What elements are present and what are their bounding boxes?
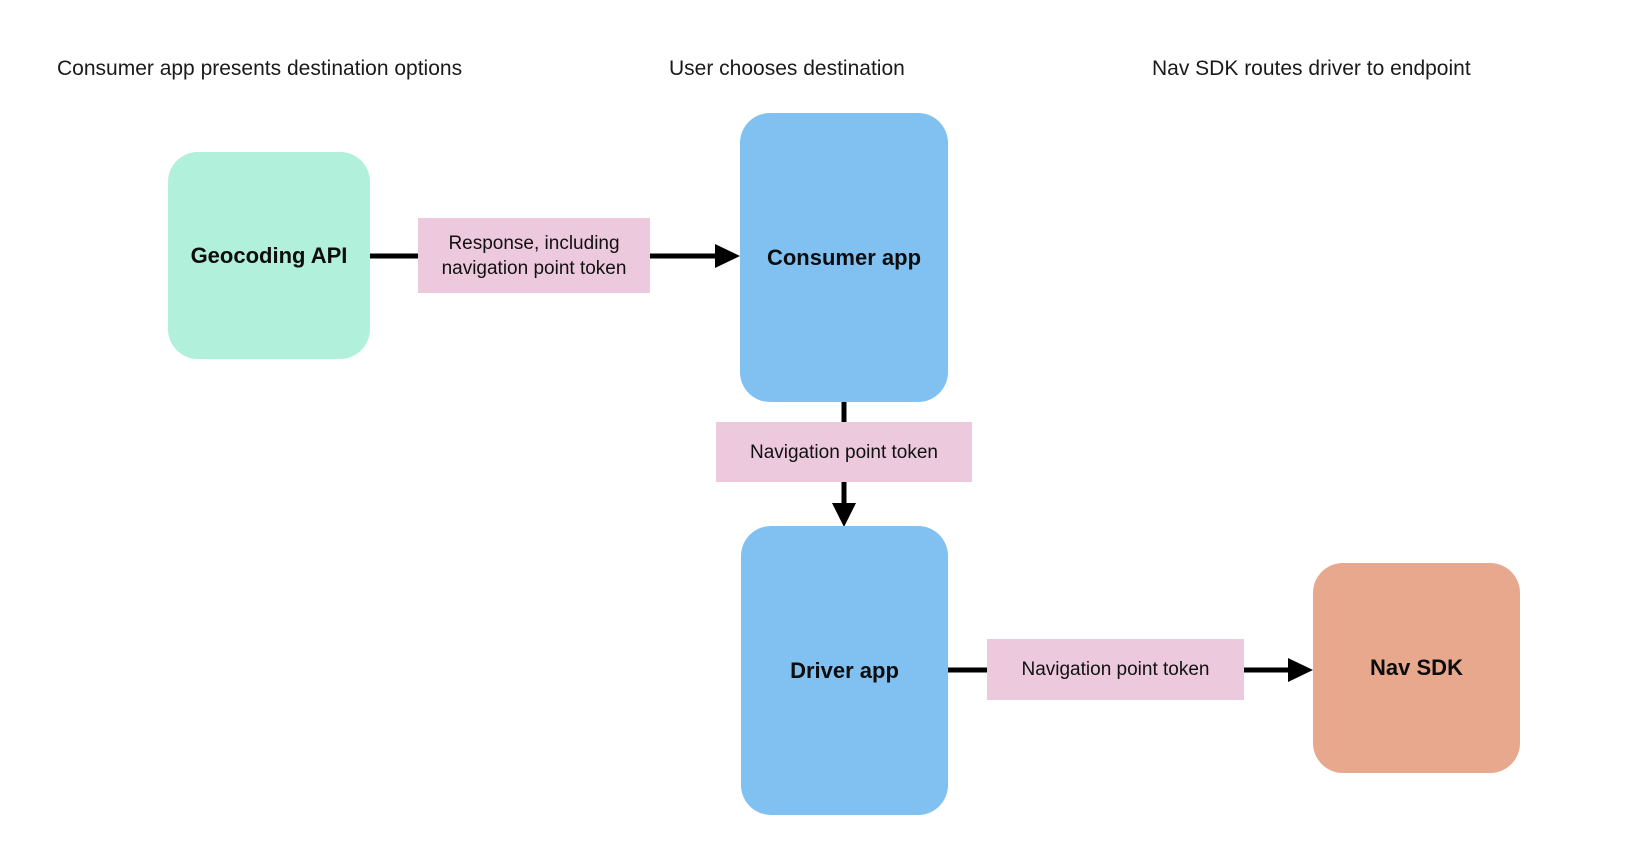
- edge-label-navigation-point-token-right: Navigation point token: [987, 639, 1244, 700]
- node-geocoding-api: Geocoding API: [168, 152, 370, 359]
- arrowhead-into-navsdk: [1288, 658, 1313, 682]
- node-consumer-app-label: Consumer app: [766, 244, 922, 270]
- node-nav-sdk-label: Nav SDK: [1370, 655, 1463, 680]
- column-header-user-chooses: User chooses destination: [669, 57, 905, 80]
- arrowhead-into-driver: [832, 503, 856, 527]
- arrowhead-into-consumer: [715, 244, 740, 268]
- node-driver-app-label: Driver app: [790, 657, 899, 683]
- column-header-consumer-presents: Consumer app presents destination option…: [57, 57, 463, 80]
- edge-label-response-including-token: Response, including navigation point tok…: [418, 218, 650, 293]
- node-nav-sdk: Nav SDK: [1313, 563, 1520, 773]
- edge-label-navigation-point-token-middle: Navigation point token: [716, 422, 972, 482]
- node-geocoding-api-label: Geocoding API: [190, 242, 348, 268]
- column-header-nav-sdk-routes: Nav SDK routes driver to endpoint: [1152, 57, 1471, 80]
- node-consumer-app: Consumer app: [740, 113, 948, 402]
- node-driver-app: Driver app: [741, 526, 948, 815]
